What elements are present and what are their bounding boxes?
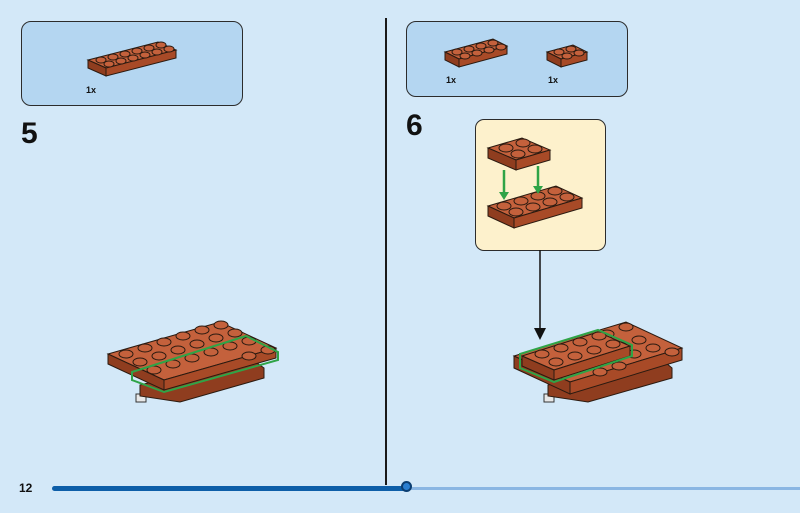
- parts-box-step-6: 1x 1x: [406, 21, 628, 97]
- brick-plate-2x4-icon: [443, 38, 509, 68]
- part-qty: 1x: [86, 85, 97, 95]
- part-qty: 1x: [446, 75, 457, 85]
- step-number: 6: [406, 109, 423, 142]
- progress-track: [406, 487, 800, 490]
- sub-assembly-illustration: [486, 137, 584, 229]
- parts-box-step-5: 1x: [21, 21, 243, 106]
- progress-fill: [52, 486, 406, 491]
- page-number: 12: [19, 481, 33, 495]
- part-qty: 1x: [548, 75, 559, 85]
- progress-knob: [400, 481, 412, 492]
- brick-plate-2x6-icon: [86, 41, 178, 77]
- brick-plate-2x2-icon: [545, 44, 589, 68]
- column-divider: [385, 18, 387, 485]
- step-number: 5: [21, 117, 38, 150]
- sub-assembly-callout: [475, 119, 606, 251]
